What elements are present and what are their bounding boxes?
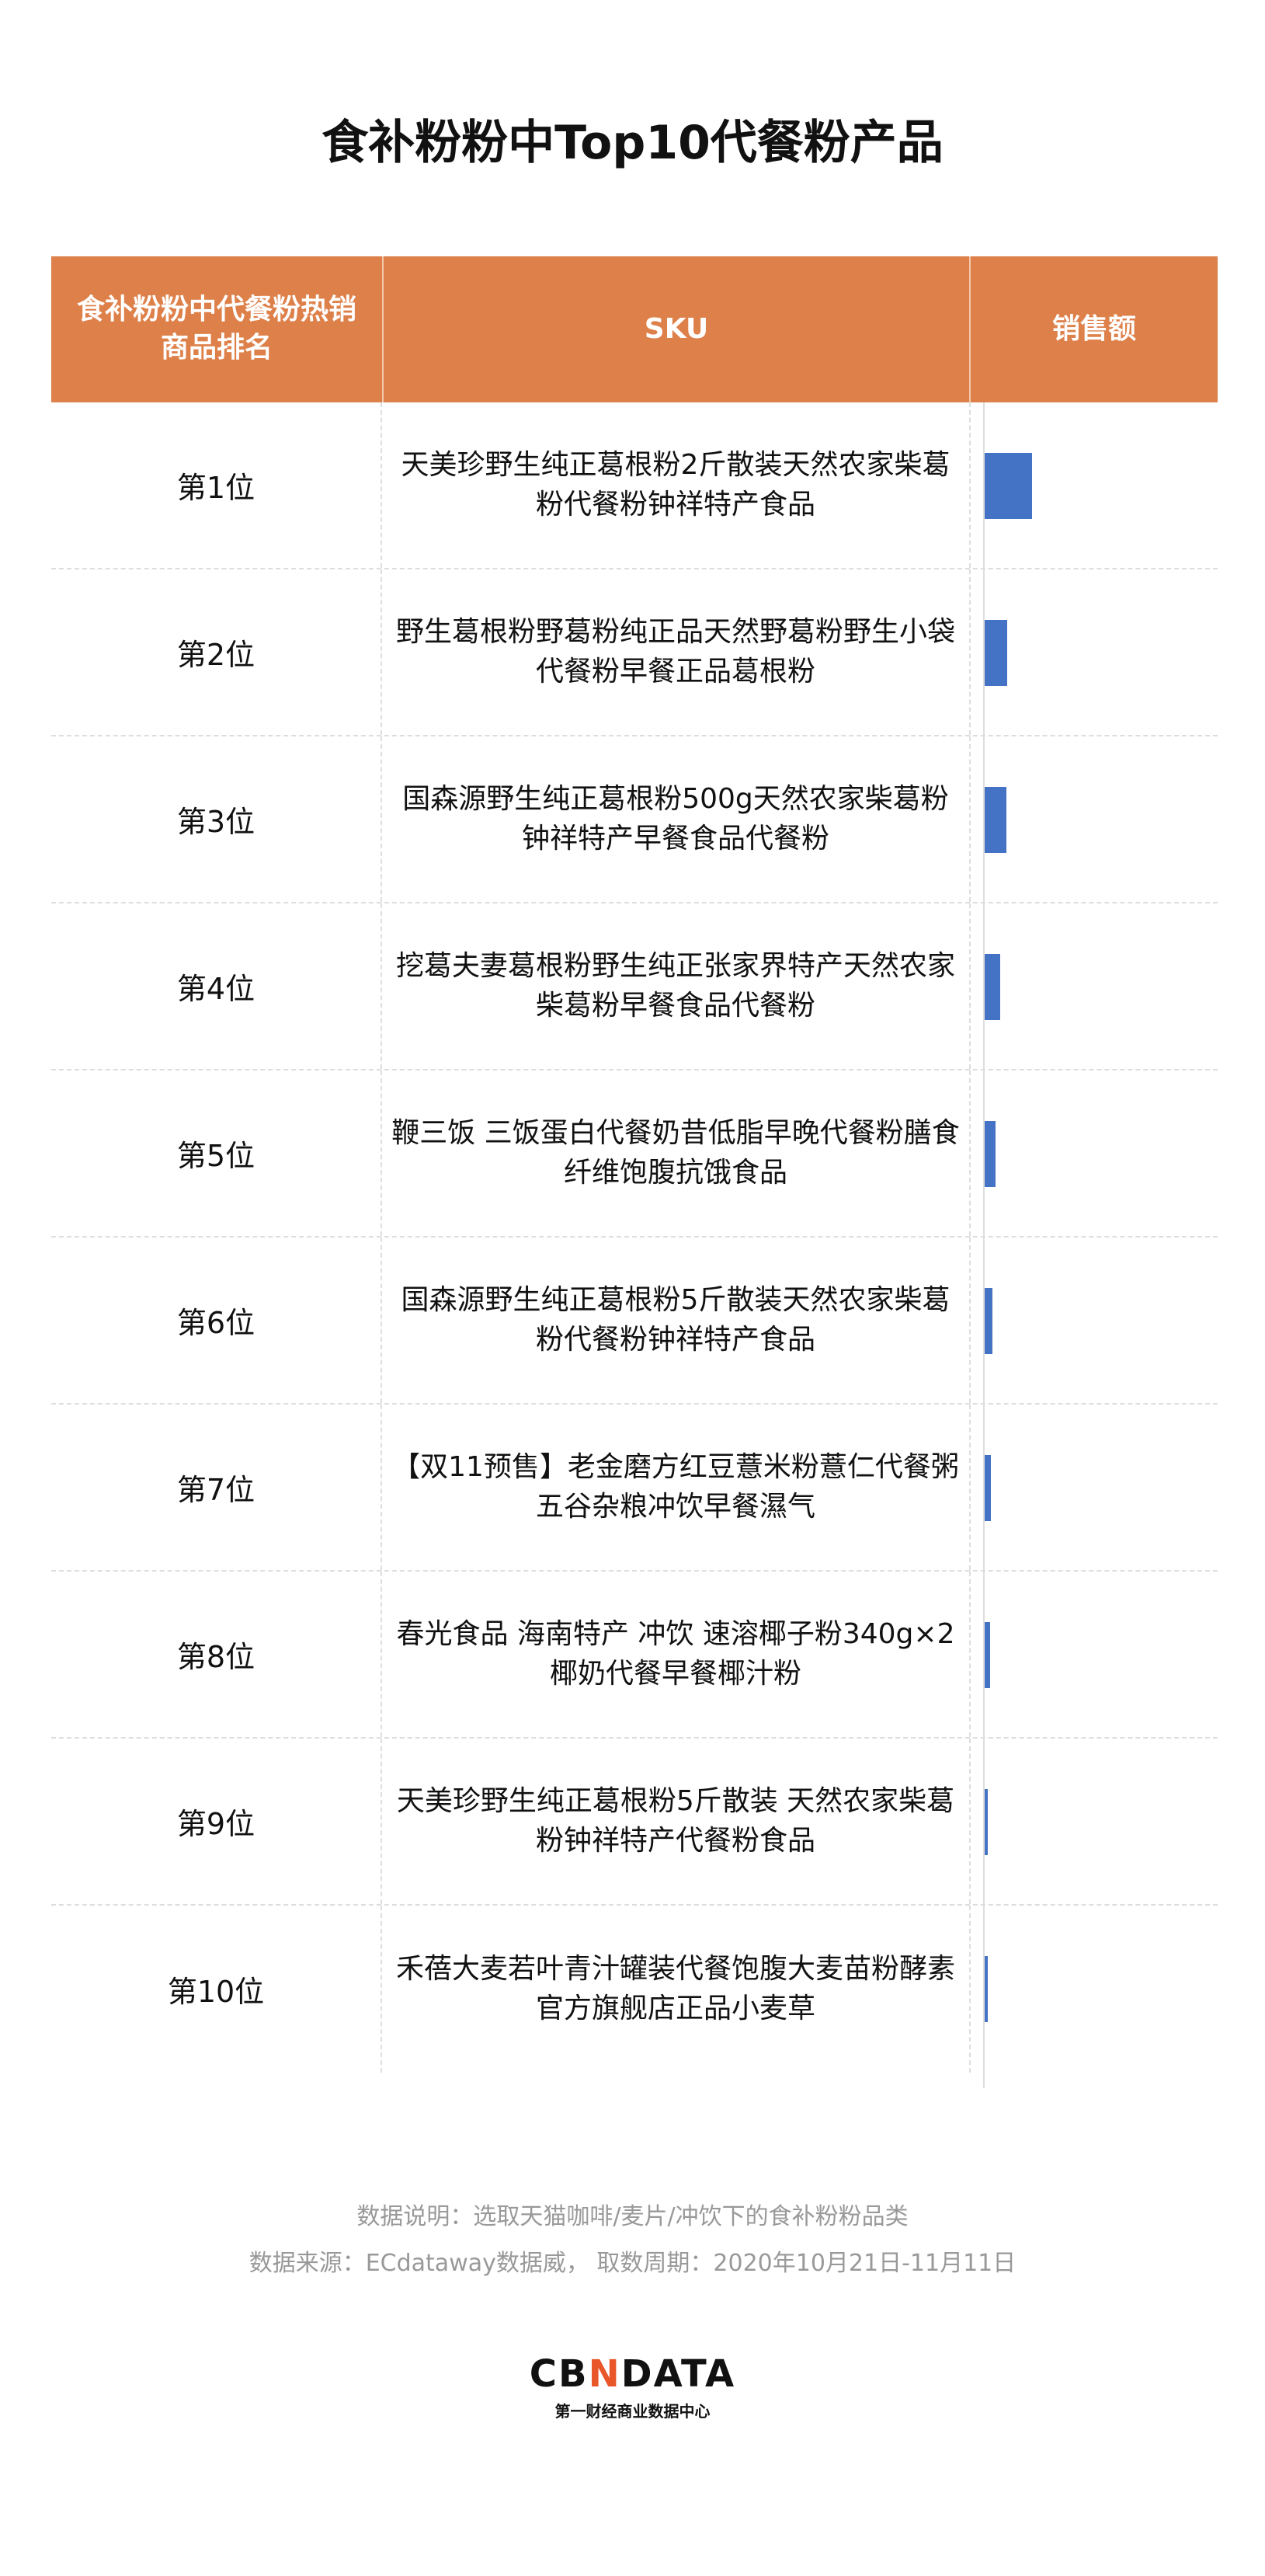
sku-cell: 国森源野生纯正葛根粉5斤散装天然农家柴葛粉代餐粉钟祥特产食品 — [382, 1238, 971, 1403]
rank-cell: 第9位 — [51, 1739, 382, 1904]
rank-cell: 第4位 — [51, 903, 382, 1069]
sales-bar — [985, 620, 1008, 686]
sales-bar — [985, 1956, 989, 2022]
table-row: 第6位国森源野生纯正葛根粉5斤散装天然农家柴葛粉代餐粉钟祥特产食品 — [51, 1238, 1218, 1405]
sku-cell: 天美珍野生纯正葛根粉5斤散装 天然农家柴葛粉钟祥特产代餐粉食品 — [382, 1739, 971, 1904]
table-row: 第9位天美珍野生纯正葛根粉5斤散装 天然农家柴葛粉钟祥特产代餐粉食品 — [51, 1739, 1218, 1906]
table-header: 食补粉粉中代餐粉热销商品排名 SKU 销售额 — [51, 256, 1218, 402]
sales-cell — [971, 1739, 1218, 1904]
header-sku: SKU — [382, 256, 971, 402]
sales-bar — [985, 787, 1007, 853]
sku-cell: 鞭三饭 三饭蛋白代餐奶昔低脂早晚代餐粉膳食纤维饱腹抗饿食品 — [382, 1070, 971, 1236]
sales-bar — [985, 1121, 996, 1187]
rank-cell: 第3位 — [51, 736, 382, 902]
sales-cell — [971, 1405, 1218, 1570]
sales-bar — [985, 1622, 990, 1688]
sku-cell: 国森源野生纯正葛根粉500g天然农家柴葛粉钟祥特产早餐食品代餐粉 — [382, 736, 971, 902]
table-row: 第8位春光食品 海南特产 冲饮 速溶椰子粉340g×2椰奶代餐早餐椰汁粉 — [51, 1572, 1218, 1739]
sales-cell — [971, 1238, 1218, 1403]
rank-cell: 第10位 — [51, 1906, 382, 2073]
chart-title: 食补粉粉中Top10代餐粉产品 — [321, 116, 944, 170]
sales-cell — [971, 736, 1218, 902]
rank-cell: 第5位 — [51, 1070, 382, 1236]
logo-subtitle: 第一财经商业数据中心 — [554, 2402, 711, 2421]
sku-cell: 天美珍野生纯正葛根粉2斤散装天然农家柴葛粉代餐粉钟祥特产食品 — [382, 402, 971, 568]
rank-cell: 第2位 — [51, 569, 382, 735]
rank-cell: 第6位 — [51, 1238, 382, 1403]
sales-cell — [971, 1906, 1218, 2073]
data-note: 数据说明：选取天猫咖啡/麦片/冲饮下的食补粉粉品类 — [356, 2203, 909, 2230]
sku-cell: 【双11预售】老金磨方红豆薏米粉薏仁代餐粥五谷杂粮冲饮早餐濕气 — [382, 1405, 971, 1570]
header-rank: 食补粉粉中代餐粉热销商品排名 — [76, 294, 356, 364]
table-row: 第10位禾蓓大麦若叶青汁罐装代餐饱腹大麦苗粉酵素官方旗舰店正品小麦草 — [51, 1906, 1218, 2073]
table-row: 第1位天美珍野生纯正葛根粉2斤散装天然农家柴葛粉代餐粉钟祥特产食品 — [51, 402, 1218, 569]
sales-cell — [971, 1070, 1218, 1236]
sku-cell: 挖葛夫妻葛根粉野生纯正张家界特产天然农家柴葛粉早餐食品代餐粉 — [382, 903, 971, 1069]
sku-cell: 春光食品 海南特产 冲饮 速溶椰子粉340g×2椰奶代餐早餐椰汁粉 — [382, 1572, 971, 1737]
rank-cell: 第7位 — [51, 1405, 382, 1570]
table-row: 第3位国森源野生纯正葛根粉500g天然农家柴葛粉钟祥特产早餐食品代餐粉 — [51, 736, 1218, 903]
table-row: 第4位挖葛夫妻葛根粉野生纯正张家界特产天然农家柴葛粉早餐食品代餐粉 — [51, 903, 1218, 1070]
sku-cell: 野生葛根粉野葛粉纯正品天然野葛粉野生小袋代餐粉早餐正品葛根粉 — [382, 569, 971, 735]
table-row: 第2位野生葛根粉野葛粉纯正品天然野葛粉野生小袋代餐粉早餐正品葛根粉 — [51, 569, 1218, 736]
data-source: 数据来源：ECdataway数据威， 取数周期：2020年10月21日-11月1… — [248, 2250, 1017, 2277]
cbndata-logo: CBNDATA — [529, 2352, 736, 2396]
rank-cell: 第1位 — [51, 402, 382, 568]
sku-cell: 禾蓓大麦若叶青汁罐装代餐饱腹大麦苗粉酵素官方旗舰店正品小麦草 — [382, 1906, 971, 2073]
sales-cell — [971, 1572, 1218, 1737]
sales-bar — [985, 954, 1001, 1020]
table-row: 第5位鞭三饭 三饭蛋白代餐奶昔低脂早晚代餐粉膳食纤维饱腹抗饿食品 — [51, 1070, 1218, 1238]
sales-cell — [971, 569, 1218, 735]
table-body: 第1位天美珍野生纯正葛根粉2斤散装天然农家柴葛粉代餐粉钟祥特产食品第2位野生葛根… — [51, 402, 1218, 2073]
sales-cell — [971, 903, 1218, 1069]
bar-axis — [983, 402, 985, 2088]
rank-cell: 第8位 — [51, 1572, 382, 1737]
sales-bar — [985, 1288, 992, 1354]
sales-bar — [985, 1455, 991, 1521]
table-row: 第7位【双11预售】老金磨方红豆薏米粉薏仁代餐粥五谷杂粮冲饮早餐濕气 — [51, 1405, 1218, 1572]
sales-bar — [985, 453, 1032, 519]
sales-bar — [985, 1789, 989, 1855]
header-sales: 销售额 — [1051, 312, 1136, 345]
sales-cell — [971, 402, 1218, 568]
